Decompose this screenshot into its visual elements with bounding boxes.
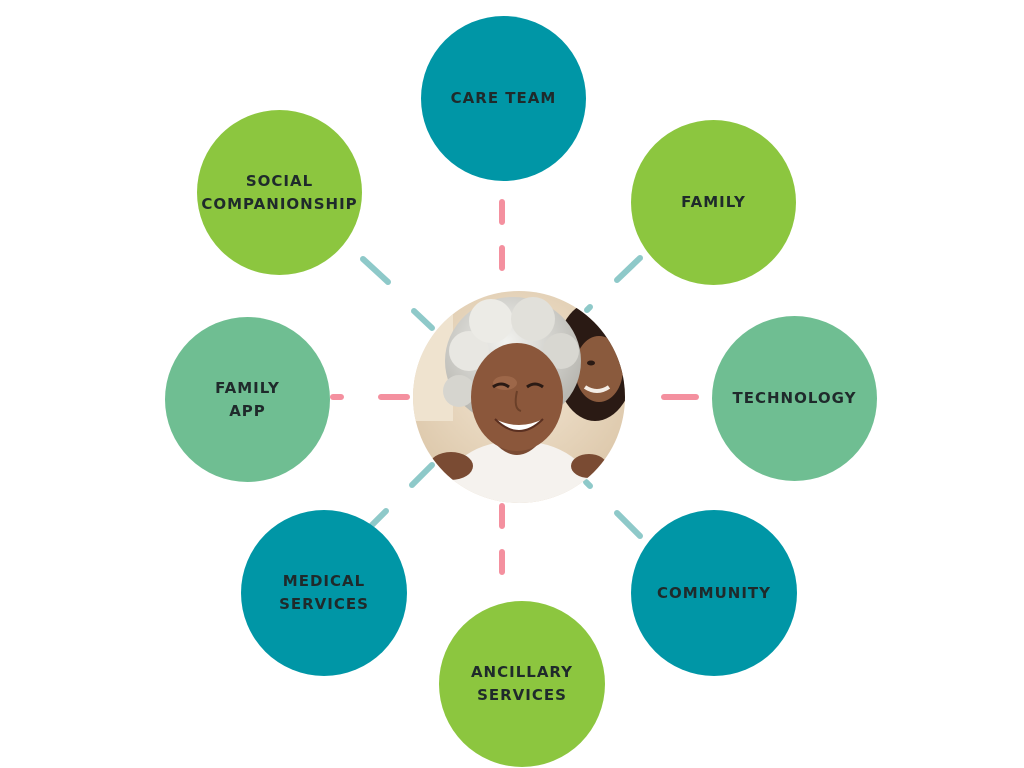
node-social-companionship: SOCIAL COMPANIONSHIP [197,110,362,275]
connector-social-companionship-inner [411,308,435,331]
connector-medical-services-outer [369,508,389,528]
node-label-technology: TECHNOLOGY [732,389,857,407]
connector-family [614,255,643,283]
node-label-family: FAMILY [681,193,746,211]
connector-community-inner [583,479,593,489]
connector-family-inner [584,304,593,313]
node-care-team: CARE TEAM [421,16,586,181]
node-technology: TECHNOLOGY [712,316,877,481]
smiling-women-photo-icon [413,291,625,503]
node-medical-services: MEDICAL SERVICES [241,510,407,676]
node-label-social-companionship: SOCIAL COMPANIONSHIP [201,171,358,213]
node-community: COMMUNITY [631,510,797,676]
connector-social-companionship [360,256,391,285]
connector-community [614,510,643,539]
node-label-ancillary-services: ANCILLARY SERVICES [470,663,574,704]
node-family: FAMILY [631,120,796,285]
node-label-community: COMMUNITY [656,583,772,602]
node-family-app: FAMILY APP [165,317,330,482]
node-label-care-team: CARE TEAM [450,89,557,107]
node-label-medical-services: MEDICAL SERVICES [279,572,369,613]
center-photo [413,291,625,503]
connector-medical-services [409,462,435,488]
node-ancillary-services: ANCILLARY SERVICES [439,601,605,767]
node-label-family-app: FAMILY APP [215,378,280,420]
